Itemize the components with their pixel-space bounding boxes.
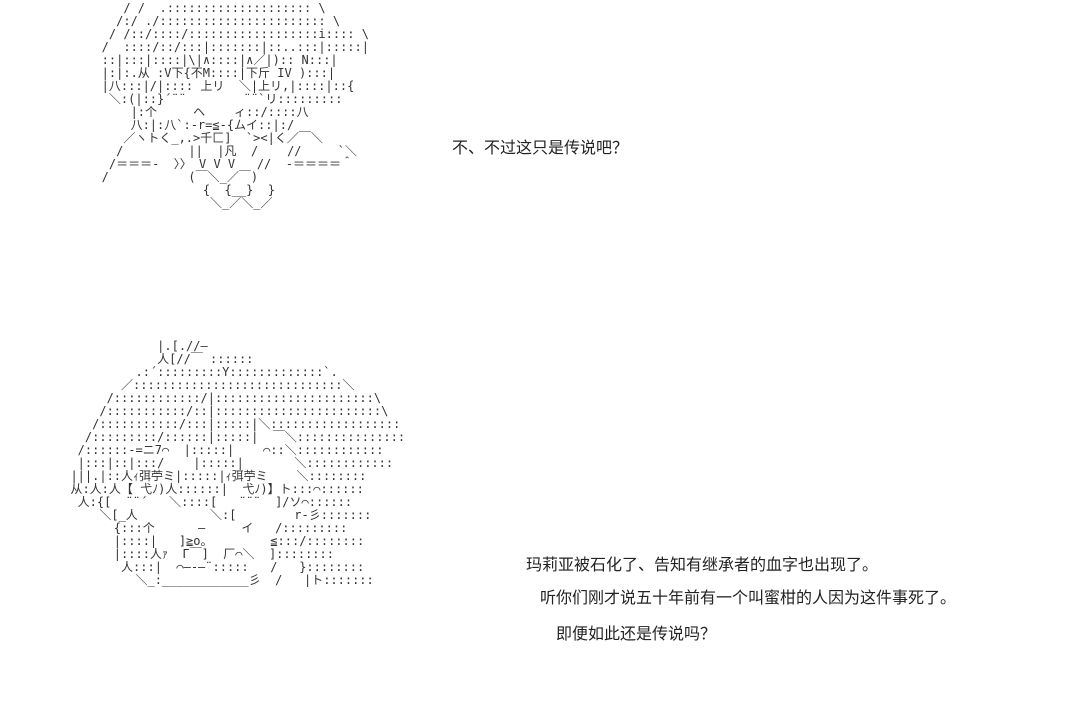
dialogue-line-3: 听你们刚才说五十年前有一个叫蜜柑的人因为这件事死了。 — [540, 588, 957, 607]
dialogue-line-2: 玛莉亚被石化了、告知有继承者的血字也出现了。 — [526, 555, 879, 574]
dialogue-line-4: 即便如此还是传说吗？ — [556, 624, 717, 643]
ascii-art-bottom-character: |.[.//― 人[//￣ :::::: .:´:::::::::Y::::::… — [70, 339, 406, 587]
ascii-art-top-character: / / .:::::::::::::::::::: \ /:/ ./::::::… — [101, 1, 369, 210]
dialogue-line-1: 不、不过这只是传说吧？ — [452, 138, 629, 157]
